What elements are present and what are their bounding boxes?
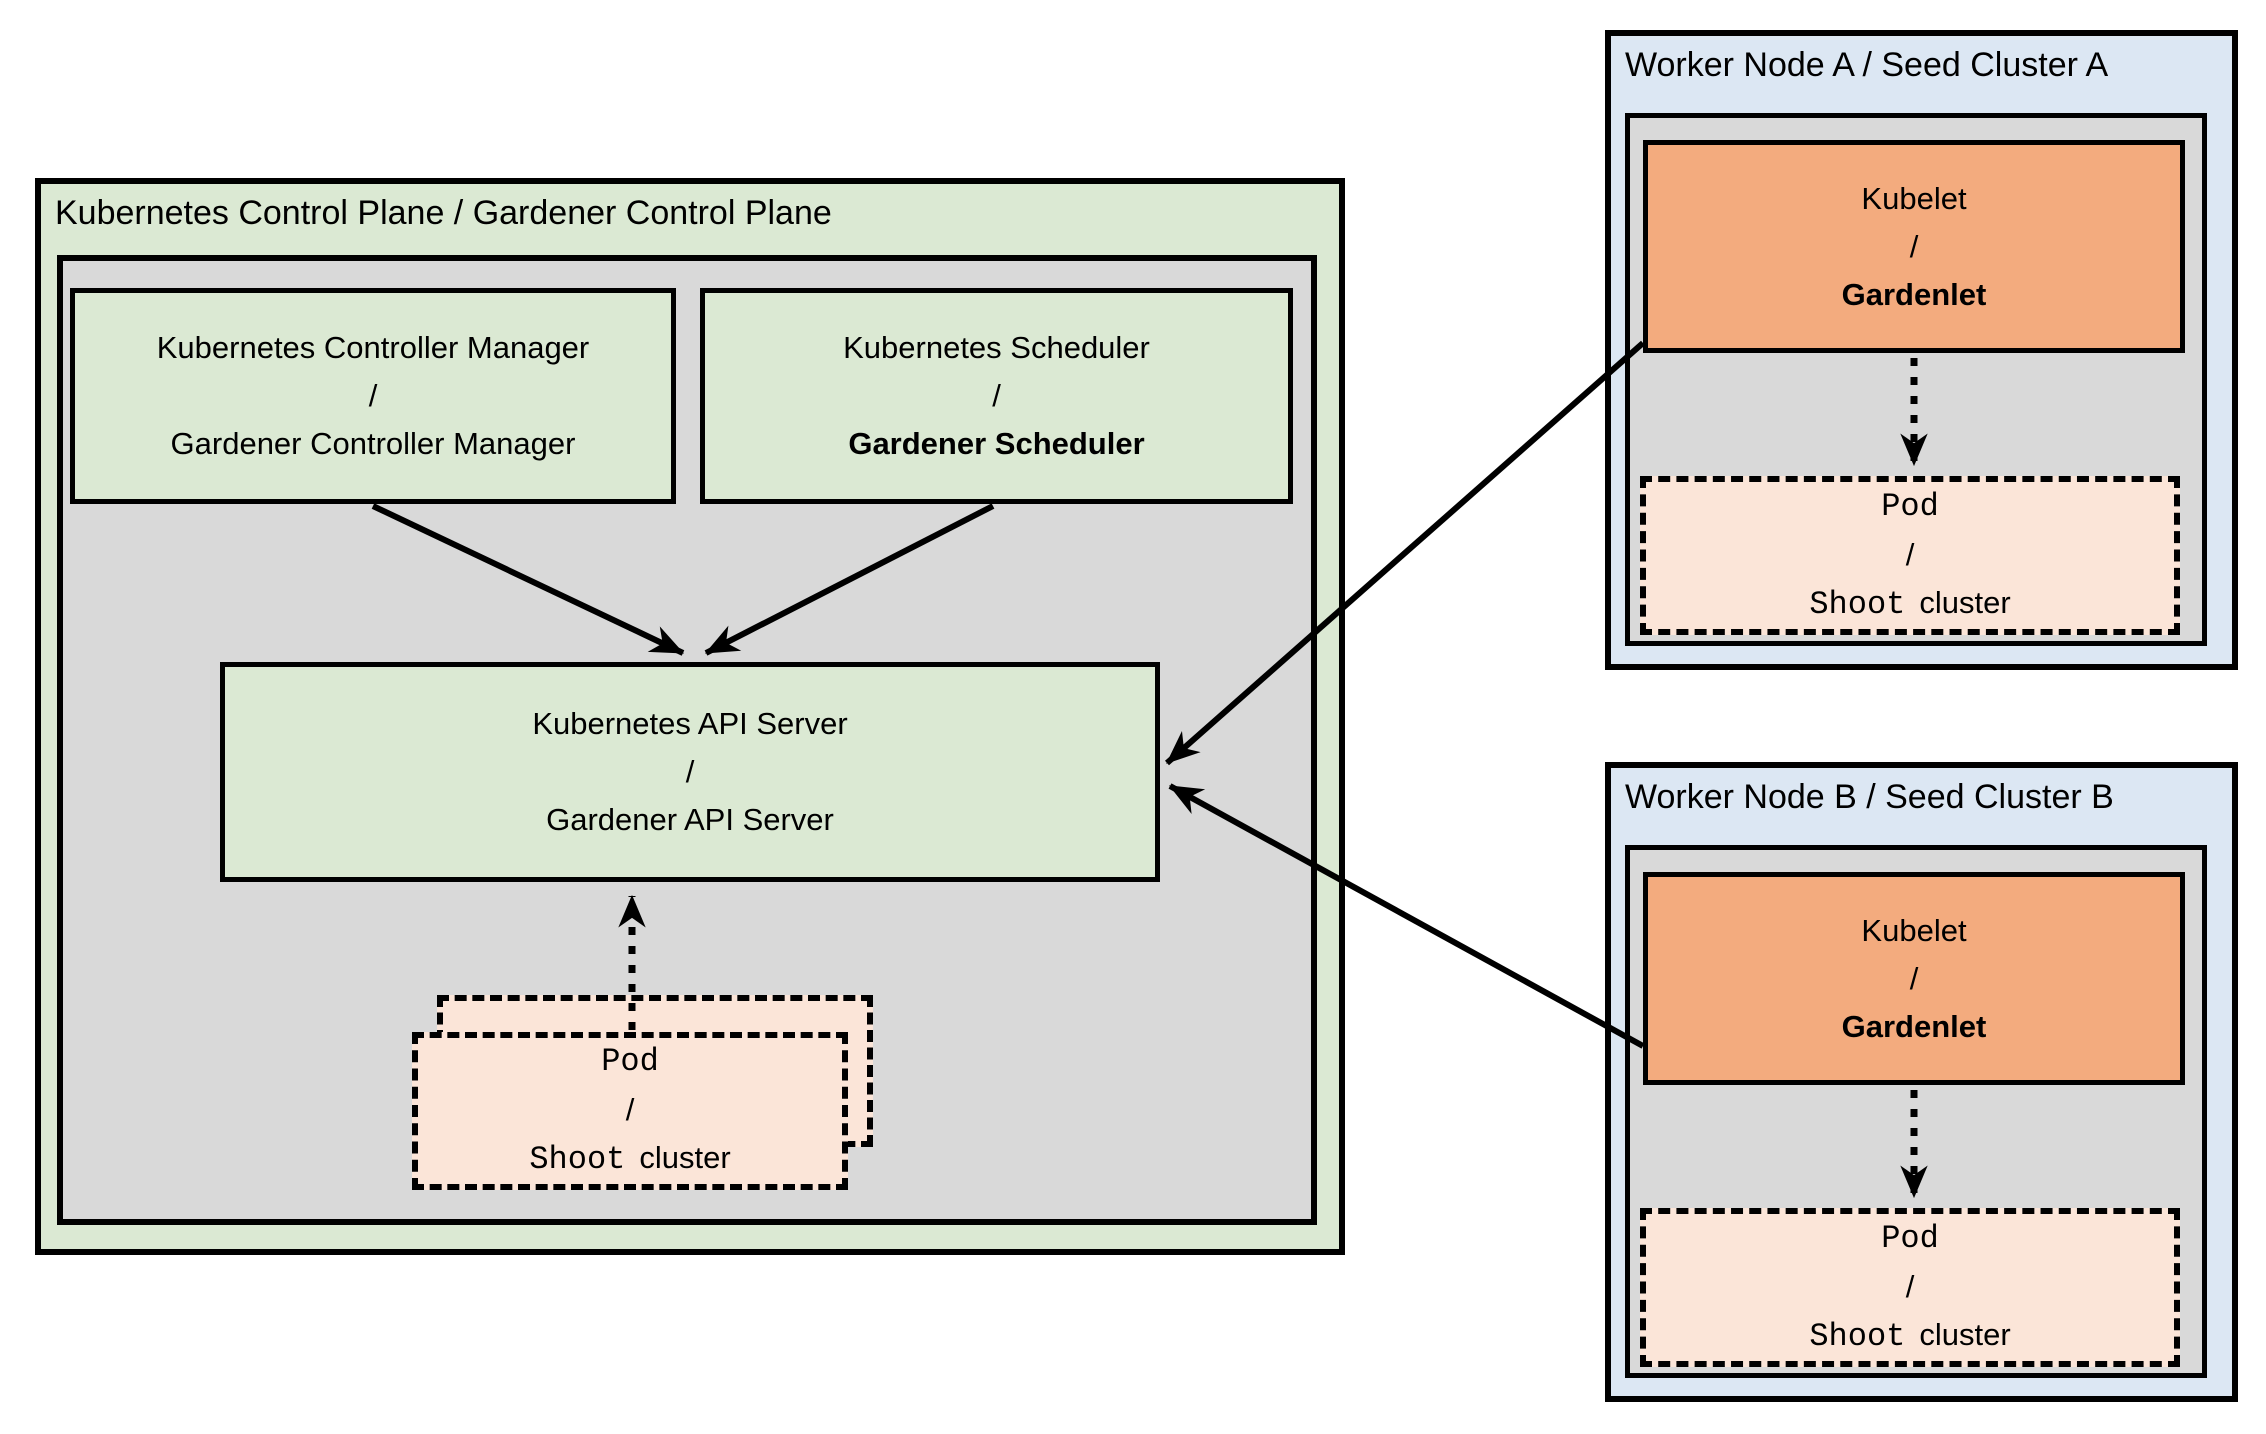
worker-node-a-title: Worker Node A / Seed Cluster A [1625,46,2109,84]
scheduler-label-line1: Kubernetes Scheduler [843,330,1150,365]
api-server-label-line3: Gardener API Server [546,802,834,837]
pod-a-label-line3: Shoot cluster [1809,579,2010,629]
kubelet-a-label-slash: / [1909,228,1919,264]
pod-label-slash: / [625,1092,635,1127]
pod-a-label-slash: / [1905,536,1915,572]
pod-b-label-line3: Shoot cluster [1809,1311,2010,1361]
pod-a-label: Pod [1881,487,1939,525]
pod-b-label-slash: / [1905,1268,1915,1304]
pod-shoot-box-front: Pod / Shoot cluster [412,1032,848,1190]
controller-manager-box: Kubernetes Controller Manager / Gardener… [70,288,676,504]
worker-node-b-title: Worker Node B / Seed Cluster B [1625,778,2114,816]
kubelet-b-label-slash: / [1909,960,1919,996]
pod-shoot-box-b: Pod / Shoot cluster [1640,1208,2180,1367]
controller-manager-label-line3: Gardener Controller Manager [170,426,576,461]
scheduler-box: Kubernetes Scheduler / Gardener Schedule… [700,288,1293,504]
gardenlet-a-label: Gardenlet [1841,276,1987,312]
api-server-label-slash: / [685,754,695,789]
gardenlet-b-label: Gardenlet [1841,1008,1987,1044]
api-server-box: Kubernetes API Server / Gardener API Ser… [220,662,1160,882]
shoot-label: Shoot [529,1141,626,1178]
shoot-a-label: Shoot [1809,585,1906,623]
scheduler-label-line3: Gardener Scheduler [848,426,1145,461]
cluster-label: cluster [639,1140,731,1175]
pod-label-line3: Shoot cluster [529,1134,730,1184]
controller-manager-label-line1: Kubernetes Controller Manager [156,330,590,365]
control-plane-title: Kubernetes Control Plane / Gardener Cont… [55,194,832,232]
kubelet-a-box: Kubelet / Gardenlet [1643,140,2185,353]
pod-label: Pod [601,1043,659,1080]
scheduler-label-slash: / [992,378,1001,413]
kubelet-a-label-line1: Kubelet [1861,180,1967,216]
pod-b-label: Pod [1881,1219,1939,1257]
kubelet-b-box: Kubelet / Gardenlet [1643,872,2185,1085]
controller-manager-label-slash: / [368,378,378,413]
cluster-b-label: cluster [1919,1316,2011,1352]
api-server-label-line1: Kubernetes API Server [532,706,848,741]
shoot-b-label: Shoot [1809,1317,1906,1355]
cluster-a-label: cluster [1919,584,2011,620]
kubelet-b-label-line1: Kubelet [1861,912,1967,948]
pod-shoot-box-a: Pod / Shoot cluster [1640,476,2180,635]
